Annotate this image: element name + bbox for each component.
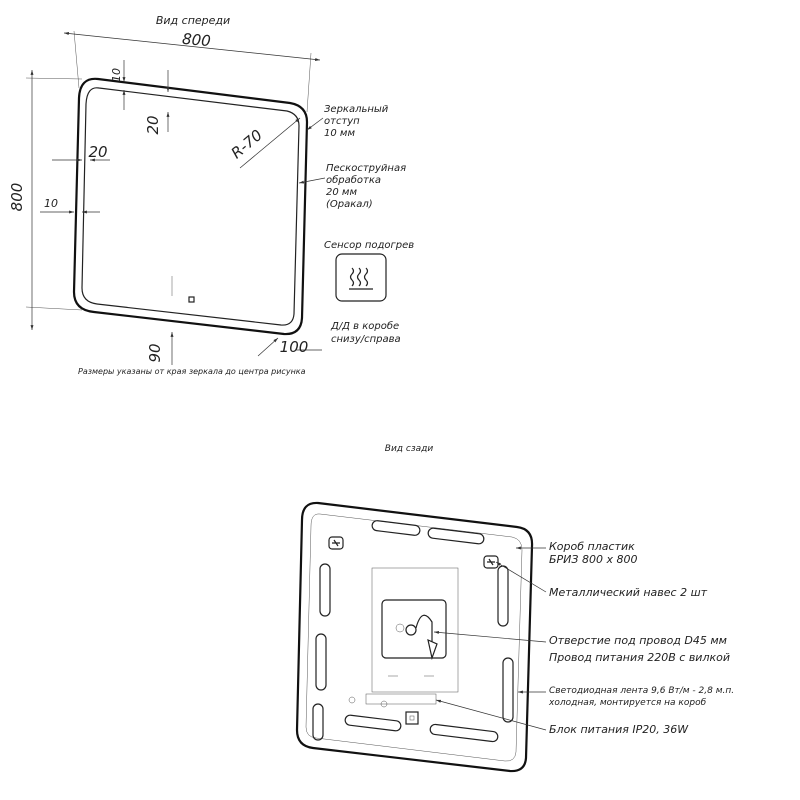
- front-view-title: Вид спереди: [156, 14, 230, 27]
- back-inner-outline: [305, 513, 523, 762]
- svg-text:10: 10: [110, 68, 123, 82]
- callout-mirror-offset-2: отступ: [324, 116, 360, 127]
- sensor-heat-icon: [335, 253, 387, 302]
- dimension-note: Размеры указаны от края зеркала до центр…: [78, 367, 306, 376]
- leader-mirror-offset: [306, 117, 324, 131]
- dim-width-label: 800: [181, 30, 211, 50]
- mirror-outline: [72, 77, 309, 336]
- callout-box-1: Короб пластик: [549, 540, 635, 553]
- dim-10-top: 10: [110, 60, 126, 110]
- leader-power: [435, 699, 547, 731]
- dim-20-left: 20: [52, 143, 110, 162]
- callout-sandblast-2: обработка: [326, 174, 381, 186]
- sandblast-band: [81, 87, 300, 326]
- callout-box-2: БРИЗ 800 х 800: [549, 553, 637, 566]
- led-strip: [348, 675, 437, 725]
- front-view: Вид спереди 800 800 10 20: [8, 14, 414, 376]
- svg-text:100: 100: [280, 338, 309, 356]
- callout-sandblast-3: 20 мм: [326, 187, 357, 198]
- svg-text:90: 90: [146, 343, 164, 362]
- callout-mirror-offset-1: Зеркальный: [324, 104, 389, 115]
- leader-hole: [433, 630, 547, 643]
- dim-height-label: 800: [8, 183, 26, 212]
- center-panel: [371, 567, 459, 693]
- back-slots: [312, 520, 514, 743]
- callout-hole: Отверстие под провод D45 мм: [549, 634, 727, 647]
- dimension-height: 800: [8, 70, 83, 330]
- callout-junction-box-2: снизу/справа: [331, 334, 401, 345]
- svg-text:20: 20: [144, 115, 162, 134]
- dim-radius: R-70: [228, 117, 301, 169]
- callout-led-2: холодная, монтируется на короб: [548, 698, 707, 708]
- dimension-width: 800: [63, 30, 321, 113]
- callout-sandblast-1: Пескоструйная: [326, 163, 406, 174]
- sensor-mark: [188, 296, 195, 303]
- svg-text:20: 20: [88, 143, 107, 161]
- callout-sensor: Сенсор подогрев: [324, 240, 414, 251]
- dim-10-left: 10: [40, 197, 100, 214]
- leader-hanger: [495, 561, 547, 593]
- callout-cable: Провод питания 220В с вилкой: [549, 651, 730, 664]
- callout-hanger: Металлический навес 2 шт: [549, 586, 708, 599]
- back-view-title: Вид сзади: [385, 444, 434, 454]
- dim-90: 90: [146, 276, 174, 365]
- dim-20-top: 20: [144, 70, 170, 135]
- callout-led-1: Светодиодная лента 9,6 Вт/м - 2,8 м.п.: [549, 686, 734, 696]
- callout-sandblast-4: (Оракал): [326, 199, 373, 210]
- callout-junction-box-1: Д/Д в коробе: [330, 320, 399, 332]
- svg-text:R-70: R-70: [228, 126, 266, 162]
- back-outline: [295, 501, 534, 773]
- metal-hanger-icon: [328, 536, 499, 569]
- svg-text:10: 10: [44, 197, 58, 210]
- wire-hole-box: [381, 599, 447, 661]
- dim-100: 100: [257, 337, 322, 357]
- back-view: Вид сзади: [295, 444, 734, 773]
- callout-psu: Блок питания IP20, 36W: [549, 723, 689, 736]
- callout-mirror-offset-3: 10 мм: [324, 128, 355, 139]
- leader-sandblast: [298, 177, 326, 184]
